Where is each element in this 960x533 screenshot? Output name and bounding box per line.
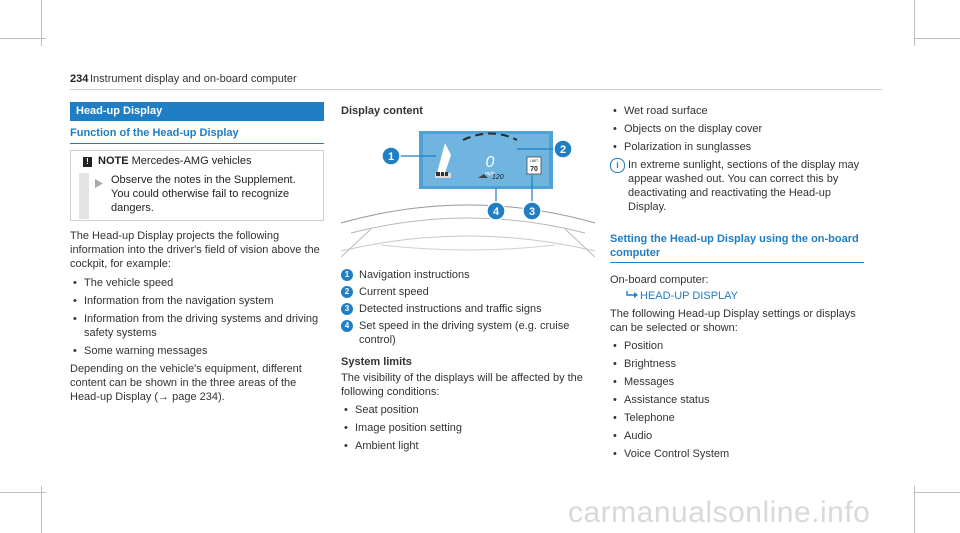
- svg-text:70: 70: [530, 166, 538, 173]
- crop-mark: [0, 492, 46, 493]
- list-item: Assistance status: [610, 393, 864, 407]
- subheading-block: Function of the Head-up Display: [70, 126, 324, 144]
- subheading: Function of the Head-up Display: [70, 127, 239, 139]
- limits-intro: The visibility of the displays will be a…: [341, 372, 583, 398]
- menu-label: On-board computer:: [610, 274, 709, 286]
- callout-text: Detected instructions and traffic signs: [359, 303, 542, 315]
- crop-mark: [914, 486, 915, 533]
- list-item: Brightness: [610, 357, 864, 371]
- callout-badge-4: 4: [486, 201, 506, 221]
- svg-text:3: 3: [529, 206, 535, 218]
- svg-text:0: 0: [486, 154, 495, 171]
- info-list: The vehicle speed Information from the n…: [70, 276, 324, 358]
- limits-list: Seat position Image position setting Amb…: [341, 403, 595, 453]
- column-1-body: The Head-up Display projects the followi…: [70, 229, 324, 404]
- hud-figure: 0 mph 120 LIMIT 70 1 2 4 3: [340, 125, 596, 261]
- crop-mark: [41, 486, 42, 533]
- arrow-right-icon: [95, 175, 103, 193]
- svg-text:120: 120: [492, 174, 504, 181]
- number-badge: 4: [341, 320, 353, 332]
- conditions-list: Wet road surface Objects on the display …: [610, 104, 864, 154]
- callout-badge-2: 2: [553, 139, 573, 159]
- settings-list: Position Brightness Messages Assistance …: [610, 339, 864, 461]
- column-3-body: Wet road surface Objects on the display …: [610, 104, 864, 465]
- list-item: Information from the navigation system: [70, 294, 324, 308]
- svg-text:2: 2: [560, 144, 566, 156]
- section-heading: Display content: [341, 105, 423, 117]
- list-item: Messages: [610, 375, 864, 389]
- list-item: Wet road surface: [610, 104, 864, 118]
- callout-item: 3 Detected instructions and traffic signs: [341, 302, 595, 316]
- list-item: Image position setting: [341, 421, 595, 435]
- list-item: Position: [610, 339, 864, 353]
- watermark: carmanualsonline.info: [568, 496, 871, 529]
- callout-item: 1 Navigation instructions: [341, 268, 595, 282]
- list-item: Objects on the display cover: [610, 122, 864, 136]
- info-block: i In extreme sunlight, sections of the d…: [610, 158, 864, 214]
- page-header-title: Instrument display and on-board computer: [90, 73, 297, 85]
- warning-icon: !: [83, 157, 92, 167]
- note-label: NOTE: [98, 155, 129, 167]
- subheading-rule: [70, 143, 324, 144]
- callout-text: Navigation instructions: [359, 269, 470, 281]
- setting-heading-block: Setting the Head-up Display using the on…: [610, 232, 864, 263]
- list-item: Voice Control System: [610, 447, 864, 461]
- closing-paragraph: Depending on the vehicle's equipment, di…: [70, 363, 302, 403]
- callout-text: Current speed: [359, 286, 429, 298]
- note-body: Observe the notes in the Supplement. You…: [111, 174, 296, 214]
- setting-heading-rule: [610, 262, 864, 263]
- callout-text: Set speed in the driving system (e.g. cr…: [359, 320, 570, 346]
- menu-path: HEAD-UP DISPLAY: [610, 289, 864, 303]
- menu-arrow-icon: [626, 289, 640, 303]
- callout-badge-3: 3: [522, 201, 542, 221]
- note-box: ! NOTE Mercedes-AMG vehicles Observe the …: [70, 150, 324, 221]
- crop-mark: [914, 38, 960, 39]
- page-number: 234: [70, 73, 89, 85]
- menu-path-text[interactable]: HEAD-UP DISPLAY: [640, 290, 739, 302]
- svg-text:1: 1: [388, 151, 394, 163]
- intro-paragraph: The Head-up Display projects the followi…: [70, 230, 320, 270]
- note-header: ! NOTE Mercedes-AMG vehicles: [83, 155, 251, 167]
- number-badge: 3: [341, 303, 353, 315]
- info-icon: i: [610, 158, 625, 173]
- list-item: Information from the driving systems and…: [70, 312, 324, 340]
- callout-item: 4 Set speed in the driving system (e.g. c…: [341, 319, 595, 347]
- note-sidebar: [79, 173, 89, 219]
- list-item: Telephone: [610, 411, 864, 425]
- svg-text:4: 4: [493, 206, 500, 218]
- crop-mark: [914, 492, 960, 493]
- svg-text:LIMIT: LIMIT: [530, 159, 538, 163]
- number-badge: 1: [341, 269, 353, 281]
- list-item: Audio: [610, 429, 864, 443]
- list-item: Polarization in sunglasses: [610, 140, 864, 154]
- crop-mark: [41, 0, 42, 46]
- callout-item: 2 Current speed: [341, 285, 595, 299]
- settings-desc: The following Head-up Display settings o…: [610, 308, 856, 334]
- list-item: Ambient light: [341, 439, 595, 453]
- section-banner: Head-up Display: [70, 102, 324, 121]
- note-label-text: Mercedes-AMG vehicles: [131, 155, 252, 167]
- svg-text:mph: mph: [485, 171, 495, 177]
- setting-heading: Setting the Head-up Display using the on…: [610, 233, 859, 259]
- list-item: Seat position: [341, 403, 595, 417]
- crop-mark: [914, 0, 915, 46]
- callout-badge-1: 1: [381, 146, 401, 166]
- header-divider: [70, 89, 882, 90]
- list-item: The vehicle speed: [70, 276, 324, 290]
- info-text: In extreme sunlight, sections of the dis…: [628, 159, 860, 213]
- limits-heading: System limits: [341, 356, 412, 368]
- number-badge: 2: [341, 286, 353, 298]
- list-item: Some warning messages: [70, 344, 324, 358]
- crop-mark: [0, 38, 46, 39]
